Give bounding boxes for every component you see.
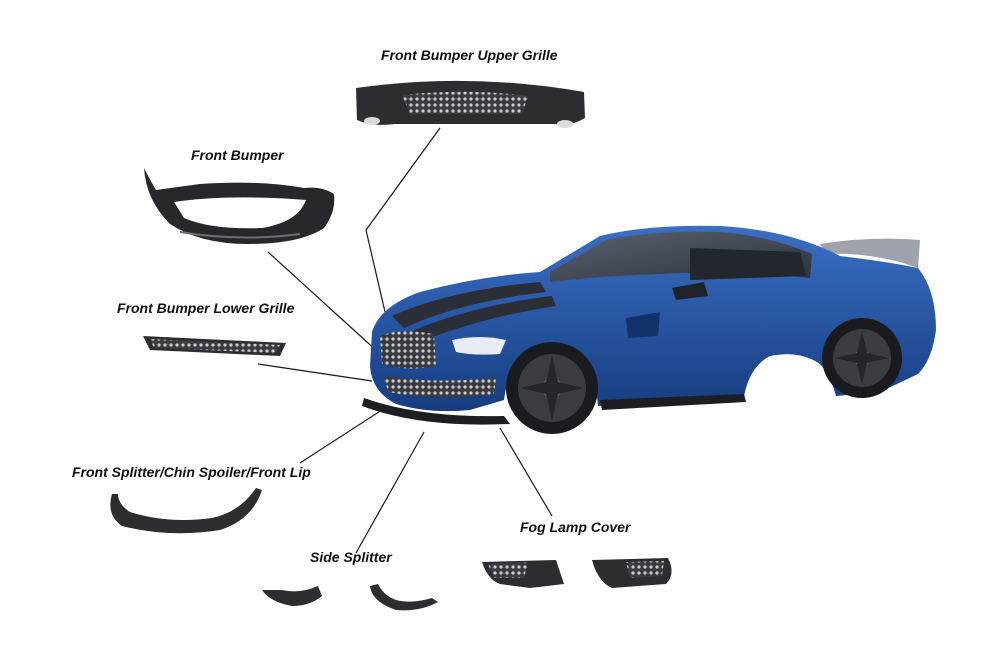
rear-wheel <box>822 318 902 398</box>
fog-lamp-cover-parts <box>482 558 672 588</box>
leader-upper-grille <box>365 127 441 231</box>
leader-side-splitter <box>355 431 425 554</box>
leader-front-splitter <box>299 407 386 464</box>
label-front-splitter: Front Splitter/Chin Spoiler/Front Lip <box>72 464 311 480</box>
leader-lines <box>257 127 553 554</box>
lower-grille-part <box>143 336 286 356</box>
label-fog-lamp-cover: Fog Lamp Cover <box>520 519 631 535</box>
upper-grille-part <box>356 80 585 128</box>
label-front-bumper: Front Bumper <box>191 147 284 163</box>
leader-front-bumper <box>267 251 379 353</box>
car-illustration <box>362 225 936 434</box>
leader-lower-grille <box>257 363 373 382</box>
front-splitter-part <box>110 488 262 534</box>
side-splitter-parts <box>262 584 438 611</box>
leader-fog-lamp <box>499 427 553 517</box>
front-bumper-part <box>144 168 335 244</box>
label-side-splitter: Side Splitter <box>310 549 392 565</box>
front-wheel <box>506 342 598 434</box>
label-front-bumper-lower-grille: Front Bumper Lower Grille <box>117 300 295 316</box>
label-front-bumper-upper-grille: Front Bumper Upper Grille <box>381 47 558 63</box>
